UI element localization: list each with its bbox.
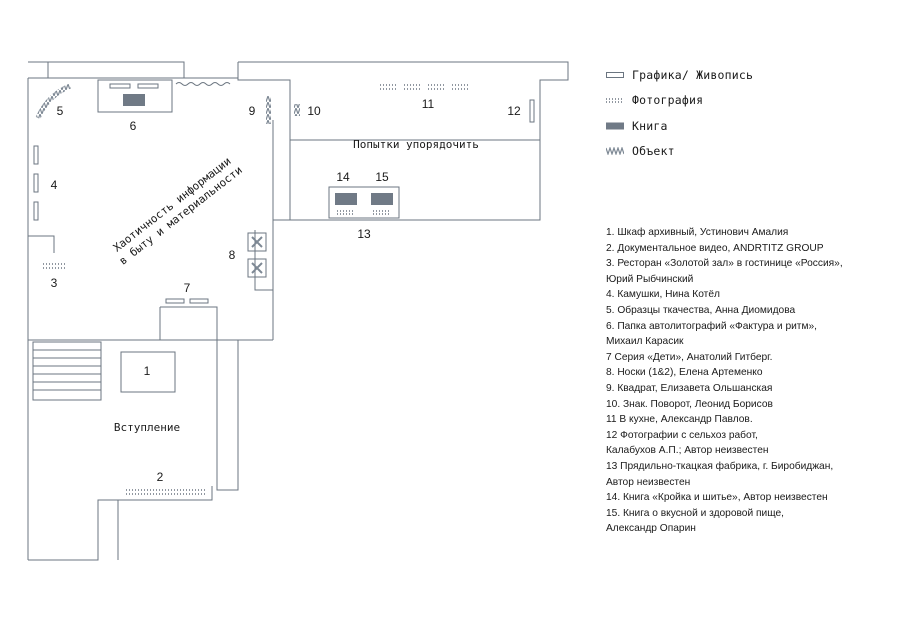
legend-item-object: Объект — [606, 139, 896, 165]
showcase-14-15 — [328, 186, 400, 219]
legend-item-book: Книга — [606, 113, 896, 139]
marker-11: 11 — [422, 97, 435, 111]
zone-chaos: Хаотичность информации в быту и материал… — [111, 155, 245, 268]
marker-10: 10 — [307, 104, 321, 118]
list-item: 6. Папка автолитографий «Фактура и ритм»… — [606, 320, 817, 332]
list-item: 8. Носки (1&2), Елена Артеменко — [606, 367, 763, 379]
dotted-line-icon — [606, 98, 624, 103]
photo-11 — [380, 84, 468, 90]
outline-rect-icon — [606, 71, 624, 78]
list-item: 2. Документальное видео, ANDRTITZ GROUP — [606, 242, 824, 254]
marker-7: 7 — [184, 281, 191, 295]
list-item: 1. Шкаф архивный, Устинович Амалия — [606, 227, 789, 238]
marker-1: 1 — [144, 364, 151, 378]
graphics-7 — [165, 298, 209, 304]
list-item: Автор неизвестен — [606, 476, 691, 488]
zigzag-icon — [606, 147, 624, 156]
marker-6: 6 — [130, 119, 137, 133]
graphic-12 — [529, 99, 535, 123]
marker-15: 15 — [375, 170, 389, 184]
marker-9: 9 — [249, 104, 256, 118]
graphics-4 — [33, 145, 39, 221]
legend-item-graphics: Графика/ Живопись — [606, 62, 896, 88]
list-item: 12 Фотографии с сельхоз работ, — [606, 429, 758, 441]
marker-14: 14 — [336, 170, 350, 184]
works-list: 1. Шкаф архивный, Устинович Амалия 2. До… — [606, 225, 896, 537]
floor-plan: 1 2 3 4 5 6 7 8 9 10 11 12 13 14 15 Хаот… — [27, 61, 569, 561]
list-item: 9. Квадрат, Елизавета Ольшанская — [606, 382, 773, 394]
archive-cabinet — [120, 351, 176, 393]
staircase — [32, 341, 102, 401]
filled-rect-icon — [606, 122, 624, 130]
legend-item-photo: Фотография — [606, 88, 896, 114]
svg-text:в быту и материальности: в быту и материальности — [117, 164, 245, 268]
list-item: 4. Камушки, Нина Котёл — [606, 289, 720, 301]
showcase-6 — [97, 79, 173, 113]
marker-8: 8 — [229, 248, 236, 262]
list-item: 10. Знак. Поворот, Леонид Борисов — [606, 398, 773, 410]
list-item: 5. Образцы ткачества, Анна Диомидова — [606, 304, 796, 316]
list-item: Михаил Карасик — [606, 336, 684, 348]
marker-4: 4 — [51, 178, 58, 192]
marker-5: 5 — [57, 104, 64, 118]
socks-8 — [247, 232, 267, 278]
list-item: Калабухов А.П.; Автор неизвестен — [606, 445, 769, 457]
walls — [27, 61, 569, 561]
list-item: 14. Книга «Кройка и шитье», Автор неизве… — [606, 492, 828, 504]
list-item: Александр Опарин — [606, 523, 696, 535]
list-item: 13 Прядильно-ткацкая фабрика, г. Биробид… — [606, 460, 834, 472]
square-object-icon — [266, 96, 271, 124]
marker-3: 3 — [51, 276, 58, 290]
weaving-object-icon — [35, 83, 72, 120]
legend: Графика/ Живопись Фотография Книга Объек… — [606, 62, 896, 164]
marker-12: 12 — [507, 104, 521, 118]
list-item: 7 Серия «Дети», Анатолий Гитберг. — [606, 351, 773, 363]
zone-intro: Вступление — [114, 421, 180, 434]
wavy-object — [175, 82, 231, 86]
zone-order: Попытки упорядочить — [353, 138, 479, 151]
list-item: 15. Книга о вкусной и здоровой пище, — [606, 507, 784, 519]
marker-2: 2 — [157, 470, 164, 484]
list-item: Юрий Рыбчинский — [606, 273, 694, 285]
sign-object-icon — [294, 104, 300, 116]
marker-13: 13 — [357, 227, 371, 241]
list-item: 3. Ресторан «Золотой зал» в гостинице «Р… — [606, 258, 843, 270]
list-item: 11 В кухне, Александр Павлов. — [606, 414, 753, 426]
svg-text:Хаотичность информации: Хаотичность информации — [111, 155, 234, 255]
